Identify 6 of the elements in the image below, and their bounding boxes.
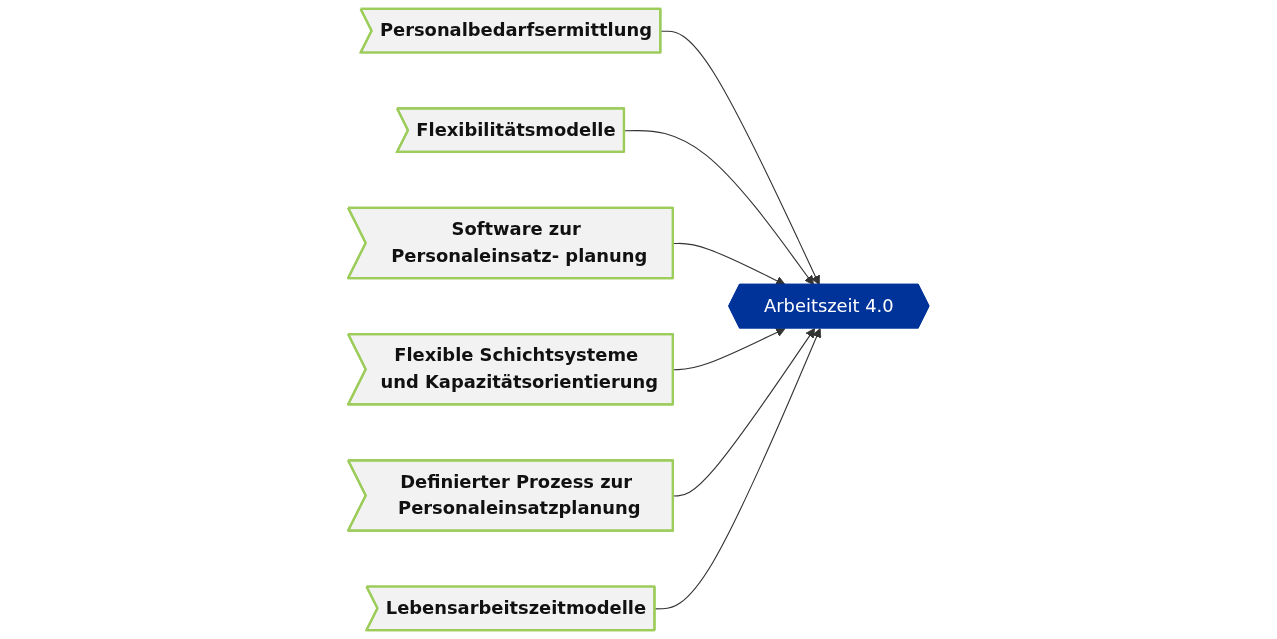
arrow [672, 242, 786, 286]
arrow [660, 30, 820, 286]
arrow [672, 327, 786, 371]
arrow [672, 328, 816, 497]
arrow [623, 130, 814, 286]
arrow [654, 328, 822, 610]
